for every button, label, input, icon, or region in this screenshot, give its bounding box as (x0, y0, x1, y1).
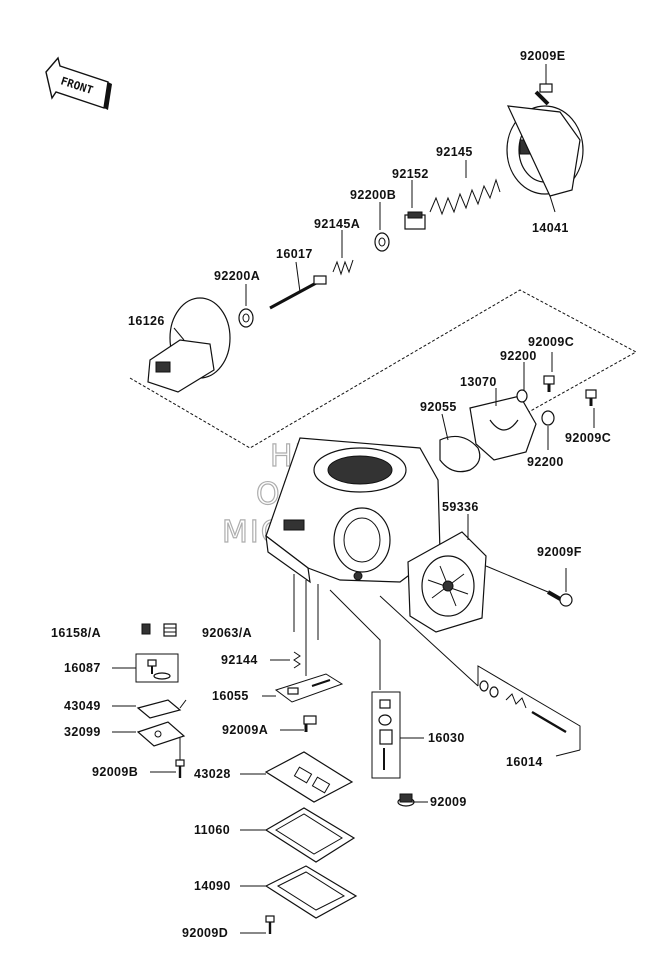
spring-92145-icon (429, 160, 501, 216)
washer-92200a-icon (238, 284, 254, 328)
carburetor-body-icon (265, 437, 441, 584)
label-92145: 92145 (436, 145, 473, 159)
label-92200-b: 92200 (527, 455, 564, 469)
label-16158a: 16158/A (51, 626, 101, 640)
gasket-92055-icon (439, 413, 481, 473)
guide-line-upper (129, 289, 638, 449)
label-92009c-a: 92009C (528, 335, 574, 349)
label-92009b: 92009B (92, 765, 138, 779)
gasket-11060-icon (264, 807, 356, 863)
label-92009a: 92009A (222, 723, 268, 737)
label-92145a: 92145A (314, 217, 360, 231)
screw-92009b-icon (175, 738, 185, 778)
label-13070: 13070 (460, 375, 497, 389)
bracket-13070-icon (469, 388, 537, 461)
jet-92063a-icon (163, 623, 177, 637)
screw-92009a-icon (303, 715, 317, 732)
screw-92009d-icon (265, 915, 275, 934)
label-92009e: 92009E (520, 49, 566, 63)
washer-92200b-icon (374, 202, 390, 252)
guide-line-4 (329, 589, 381, 690)
label-43049: 43049 (64, 699, 101, 713)
label-16126: 16126 (128, 314, 165, 328)
screw-92009f-icon (485, 565, 573, 607)
screw-92009e-icon (534, 64, 553, 106)
valve-16087-icon (135, 653, 179, 683)
label-92144: 92144 (221, 653, 258, 667)
diaphragm-16126-icon (147, 297, 231, 393)
washer-92200-b-icon (541, 410, 555, 450)
cover-14041-icon (506, 105, 584, 213)
label-92055: 92055 (420, 400, 457, 414)
label-16087: 16087 (64, 661, 101, 675)
screw-92009c-a-icon (543, 352, 555, 392)
label-92152: 92152 (392, 167, 429, 181)
label-92009f: 92009F (537, 545, 582, 559)
spring-92145a-icon (332, 230, 354, 276)
label-16030: 16030 (428, 731, 465, 745)
label-92009: 92009 (430, 795, 467, 809)
cover-14090-icon (264, 865, 358, 919)
label-43028: 43028 (194, 767, 231, 781)
label-16014: 16014 (506, 755, 543, 769)
label-92200-a: 92200 (500, 349, 537, 363)
label-92009c-b: 92009C (565, 431, 611, 445)
pump-59336-icon (407, 514, 487, 633)
front-arrow-icon: FRONT (45, 56, 112, 110)
guide-line-5 (379, 595, 479, 687)
label-16017: 16017 (276, 247, 313, 261)
spring-92144-icon (293, 651, 301, 669)
gasket-43049-icon (136, 699, 187, 719)
jet-16158a-icon (141, 623, 151, 635)
plate-32099-icon (136, 721, 186, 747)
label-14090: 14090 (194, 879, 231, 893)
label-59336: 59336 (442, 500, 479, 514)
washer-92200-a-icon (516, 362, 528, 403)
screw-92009c-b-icon (585, 389, 597, 428)
label-92009d: 92009D (182, 926, 228, 940)
leader-16014 (555, 749, 581, 757)
label-32099: 32099 (64, 725, 101, 739)
screw-92009-icon (397, 793, 415, 807)
needle-16017-icon (269, 261, 327, 310)
label-92200b: 92200B (350, 188, 396, 202)
screw-16014-icon (477, 665, 581, 750)
label-92063a: 92063/A (202, 626, 252, 640)
lever-16055-icon (274, 673, 344, 703)
jet-16030-icon (371, 691, 401, 779)
label-11060: 11060 (194, 823, 230, 837)
gasket-43028-icon (264, 751, 354, 803)
label-16055: 16055 (212, 689, 249, 703)
label-14041: 14041 (532, 221, 569, 235)
part-92152-icon (404, 180, 426, 230)
label-92200a: 92200A (214, 269, 260, 283)
